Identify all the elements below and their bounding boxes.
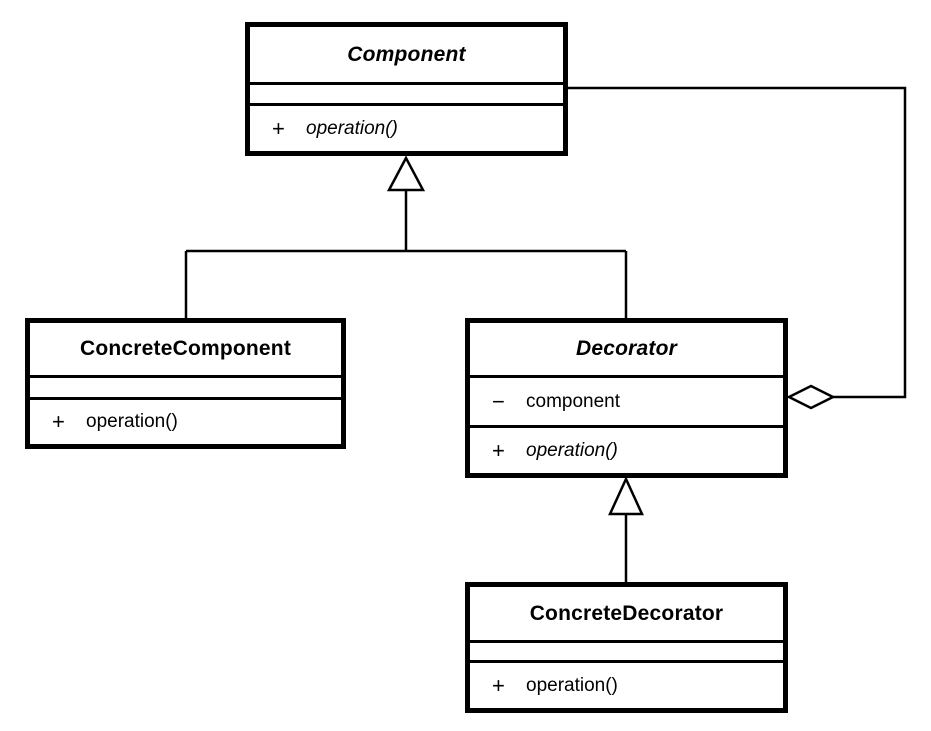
operations-section-decorator: + operation(): [470, 425, 783, 473]
operation-label: operation(): [86, 411, 178, 432]
operations-section-concrete-component: + operation(): [30, 397, 341, 444]
operations-section-component: + operation(): [250, 103, 563, 151]
class-box-concrete-decorator: ConcreteDecorator + operation(): [465, 582, 788, 713]
class-name-concrete-decorator: ConcreteDecorator: [529, 601, 724, 625]
operation-label: operation(): [306, 117, 398, 139]
generalization-to-component: [184, 155, 628, 318]
visibility-sign: +: [52, 409, 65, 434]
attributes-section-concrete-component: [30, 375, 341, 397]
class-name-component: Component: [347, 42, 466, 66]
operation-label: operation(): [526, 674, 618, 696]
operations-section-concrete-decorator: + operation(): [470, 660, 783, 708]
visibility-sign: +: [492, 672, 505, 698]
aggregation-decorator-to-component: [568, 86, 907, 410]
class-name-decorator: Decorator: [576, 337, 677, 360]
class-name-concrete-component: ConcreteComponent: [79, 337, 292, 360]
visibility-sign: −: [492, 388, 505, 414]
hollow-triangle-icon: [386, 155, 426, 192]
attribute-label: component: [526, 390, 621, 412]
attributes-section-concrete-decorator: [470, 640, 783, 660]
class-box-concrete-component: ConcreteComponent + operation(): [25, 318, 346, 449]
hollow-triangle-icon: [608, 475, 644, 516]
attributes-section-decorator: − component: [470, 375, 783, 425]
operation-label: operation(): [526, 439, 618, 461]
generalization-to-decorator: [608, 475, 644, 582]
class-box-component: Component + operation(): [245, 22, 568, 156]
class-box-decorator: Decorator − component + operation(): [465, 318, 788, 478]
visibility-sign: +: [492, 437, 505, 463]
attributes-section-component: [250, 82, 563, 103]
visibility-sign: +: [272, 115, 285, 141]
hollow-diamond-icon: [786, 384, 836, 410]
